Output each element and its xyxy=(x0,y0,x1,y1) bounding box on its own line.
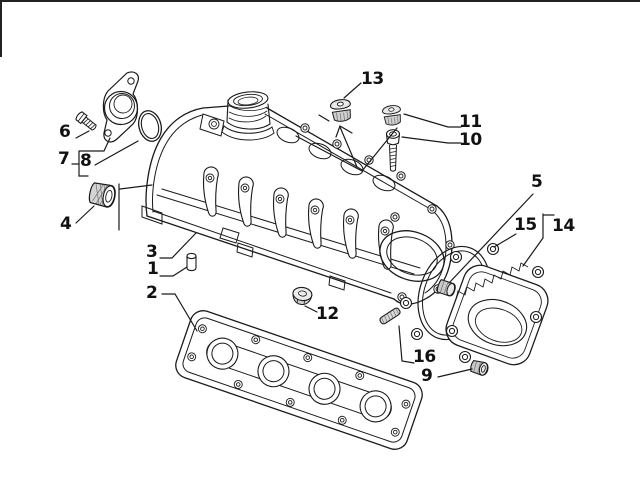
oil-filler-neck xyxy=(221,91,275,141)
part-dowel-pin xyxy=(186,252,197,272)
leader-8 xyxy=(94,140,139,166)
install-arrow xyxy=(295,114,398,172)
part-cover-gasket xyxy=(175,310,423,450)
callout-label-2: 2 xyxy=(146,283,158,303)
bracket-7-8 xyxy=(71,137,111,177)
leader-4 xyxy=(75,205,95,224)
callout-label-14: 14 xyxy=(552,216,575,236)
part-stud xyxy=(379,307,401,325)
callout-label-8: 8 xyxy=(80,151,92,171)
part-bush-plug xyxy=(436,279,456,297)
callout-label-5: 5 xyxy=(531,172,543,192)
callout-label-4: 4 xyxy=(60,214,72,234)
callout-label-6: 6 xyxy=(59,122,71,142)
callout-label-15: 15 xyxy=(514,215,537,235)
bracket-14 xyxy=(522,213,555,267)
top-face-openings xyxy=(276,126,396,192)
callout-label-1: 1 xyxy=(147,259,159,279)
position-mark-4 xyxy=(118,183,153,231)
callout-label-13: 13 xyxy=(361,69,384,89)
leader-lines xyxy=(71,82,555,378)
leader-6 xyxy=(75,130,90,139)
leader-12 xyxy=(304,305,318,313)
leader-13 xyxy=(343,82,362,99)
part-o-ring xyxy=(137,110,163,142)
leader-11 xyxy=(403,113,462,128)
leader-16 xyxy=(398,325,415,364)
part-cap-plug-13 xyxy=(329,97,354,124)
callout-label-12: 12 xyxy=(316,304,339,324)
callout-label-9: 9 xyxy=(421,366,433,386)
part-socket-bolt xyxy=(385,129,401,172)
leader-5 xyxy=(448,193,534,284)
part-breather-cap xyxy=(102,71,139,143)
part-plug-9 xyxy=(470,360,489,376)
callout-label-16: 16 xyxy=(413,347,436,367)
callout-label-7: 7 xyxy=(58,149,70,169)
leader-9 xyxy=(437,368,473,378)
callout-label-3: 3 xyxy=(146,242,158,262)
callout-label-11: 11 xyxy=(459,112,482,132)
part-hex-plug xyxy=(292,286,313,306)
leader-3 xyxy=(159,232,197,259)
part-knurled-plug xyxy=(88,182,116,208)
leader-10 xyxy=(401,136,462,144)
part-flange-bolt xyxy=(75,111,97,131)
leader-15 xyxy=(493,233,517,248)
part-cap-plug-11 xyxy=(381,104,403,127)
gasket-bolt-holes xyxy=(187,324,411,437)
part-valve-cover xyxy=(141,91,455,305)
callout-label-10: 10 xyxy=(459,130,482,150)
part-end-cover xyxy=(445,262,549,366)
leader-1 xyxy=(159,266,188,277)
frame-border xyxy=(0,0,640,57)
leader-2 xyxy=(161,293,198,332)
bolt-bosses xyxy=(193,164,403,271)
